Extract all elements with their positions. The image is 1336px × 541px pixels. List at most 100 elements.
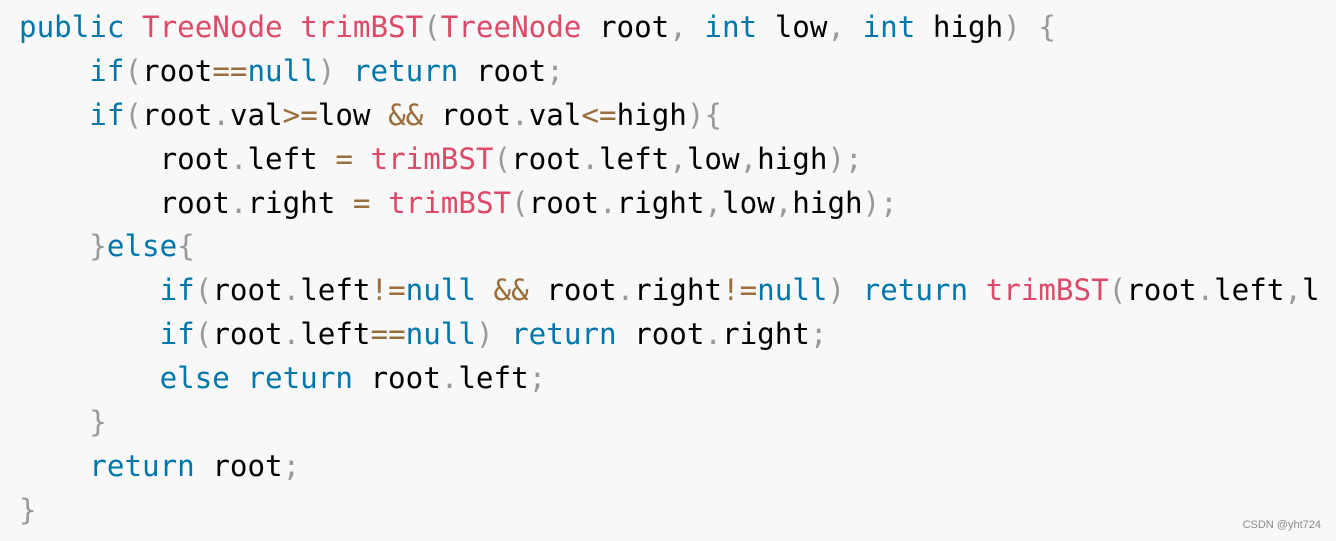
- code-token-punctuation: ,: [669, 141, 687, 176]
- code-token-punctuation: ,: [774, 185, 793, 220]
- code-token-whitespace: [845, 10, 863, 44]
- code-token-punctuation: .: [616, 273, 635, 308]
- code-token-keyword: int: [862, 10, 916, 44]
- code-token-punctuation: .: [282, 317, 301, 352]
- code-token-operator: ==: [212, 53, 248, 88]
- code-token-punctuation: ): [475, 317, 494, 352]
- code-token-operator: !=: [722, 273, 758, 308]
- code-token-whitespace: [19, 361, 160, 395]
- code-token-whitespace: [19, 142, 160, 176]
- code-token-punctuation: ,: [827, 10, 845, 44]
- code-token-identifier: root: [159, 185, 230, 220]
- code-token-function-name: TreeNode: [440, 10, 582, 44]
- code-line: if(root==null) return root;: [19, 50, 1320, 94]
- code-token-function-name: trimBST: [985, 273, 1109, 308]
- code-token-whitespace: [19, 229, 89, 263]
- code-token-whitespace: [687, 10, 705, 44]
- code-token-function-name: TreeNode: [142, 10, 283, 44]
- code-token-keyword: null: [247, 53, 318, 88]
- code-token-punctuation: .: [440, 361, 459, 396]
- code-token-punctuation: ,: [739, 141, 758, 176]
- code-token-identifier: root: [370, 361, 441, 396]
- code-token-keyword: return: [862, 273, 969, 308]
- code-token-operator: <=: [581, 97, 617, 132]
- code-token-punctuation: .: [229, 141, 248, 176]
- code-token-keyword: if: [89, 53, 125, 88]
- code-token-identifier: low: [686, 141, 740, 176]
- code-token-identifier: l: [1301, 273, 1320, 308]
- code-token-punctuation: .: [511, 97, 529, 132]
- code-token-punctuation: ): [1003, 10, 1021, 44]
- code-token-identifier: root: [528, 185, 599, 220]
- code-line: }: [19, 401, 1320, 445]
- code-token-whitespace: [19, 54, 89, 88]
- code-token-whitespace: [19, 405, 89, 439]
- code-token-punctuation: (: [423, 10, 441, 44]
- code-line: if(root.left==null) return root.right;: [19, 313, 1320, 357]
- code-token-whitespace: [19, 98, 89, 132]
- code-line: }: [19, 489, 1320, 533]
- code-token-whitespace: [529, 273, 547, 307]
- code-token-identifier: root: [142, 97, 213, 132]
- code-token-whitespace: [230, 361, 248, 395]
- code-token-punctuation: }: [89, 229, 107, 264]
- code-token-punctuation: ;: [845, 141, 863, 176]
- code-token-whitespace: [353, 142, 371, 176]
- code-token-identifier: high: [932, 10, 1004, 44]
- code-token-operator: !=: [370, 273, 406, 308]
- code-token-whitespace: [371, 98, 389, 132]
- code-token-identifier: left: [458, 361, 529, 396]
- code-token-punctuation: ;: [282, 448, 301, 483]
- code-token-identifier: root: [212, 273, 283, 308]
- code-token-whitespace: [19, 273, 160, 307]
- watermark: CSDN @yht724: [1242, 519, 1321, 531]
- code-token-punctuation: }: [89, 405, 107, 440]
- code-token-whitespace: [283, 10, 301, 44]
- code-token-punctuation: .: [1196, 273, 1215, 308]
- code-token-identifier: val: [229, 97, 283, 132]
- code-line: else return root.left;: [19, 357, 1320, 401]
- code-token-whitespace: [335, 186, 353, 220]
- code-token-identifier: left: [247, 141, 318, 176]
- code-token-keyword: else: [106, 229, 178, 264]
- code-token-identifier: root: [159, 141, 230, 176]
- code-token-identifier: root: [511, 141, 582, 176]
- code-token-keyword: public: [19, 10, 125, 44]
- code-token-whitespace: [494, 317, 512, 351]
- code-token-keyword: return: [247, 361, 353, 396]
- code-token-punctuation: .: [704, 317, 722, 352]
- code-token-punctuation: ;: [546, 53, 564, 88]
- code-line: public TreeNode trimBST(TreeNode root, i…: [19, 6, 1320, 50]
- code-token-whitespace: [581, 10, 599, 44]
- code-token-identifier: right: [722, 317, 810, 352]
- code-token-punctuation: ): [827, 141, 846, 176]
- code-line: }else{: [19, 225, 1320, 269]
- code-token-keyword: return: [352, 53, 459, 88]
- code-token-identifier: right: [634, 273, 723, 308]
- code-line: root.right = trimBST(root.right,low,high…: [19, 182, 1320, 226]
- code-token-keyword: if: [159, 273, 195, 308]
- code-token-keyword: if: [89, 97, 125, 132]
- code-token-punctuation: (: [124, 97, 143, 132]
- code-token-whitespace: [757, 10, 775, 44]
- code-token-punctuation: {: [1038, 10, 1056, 44]
- code-token-operator: =: [335, 141, 353, 176]
- code-token-identifier: right: [247, 185, 336, 220]
- code-token-keyword: null: [405, 317, 476, 352]
- code-token-keyword: else: [159, 361, 230, 396]
- code-line: if(root.left!=null && root.right!=null) …: [19, 269, 1320, 313]
- code-token-punctuation: .: [581, 141, 599, 176]
- code-token-punctuation: ,: [704, 185, 722, 220]
- code-token-operator: &&: [388, 97, 424, 132]
- code-token-punctuation: (: [511, 185, 529, 220]
- code-token-operator: &&: [493, 273, 529, 308]
- code-token-identifier: left: [300, 317, 371, 352]
- code-token-keyword: return: [511, 317, 617, 352]
- code-token-keyword: if: [159, 317, 195, 352]
- code-token-whitespace: [845, 273, 863, 307]
- code-token-whitespace: [915, 10, 933, 44]
- code-token-whitespace: [19, 449, 89, 483]
- code-lines: public TreeNode trimBST(TreeNode root, i…: [19, 6, 1320, 533]
- code-token-whitespace: [353, 361, 371, 395]
